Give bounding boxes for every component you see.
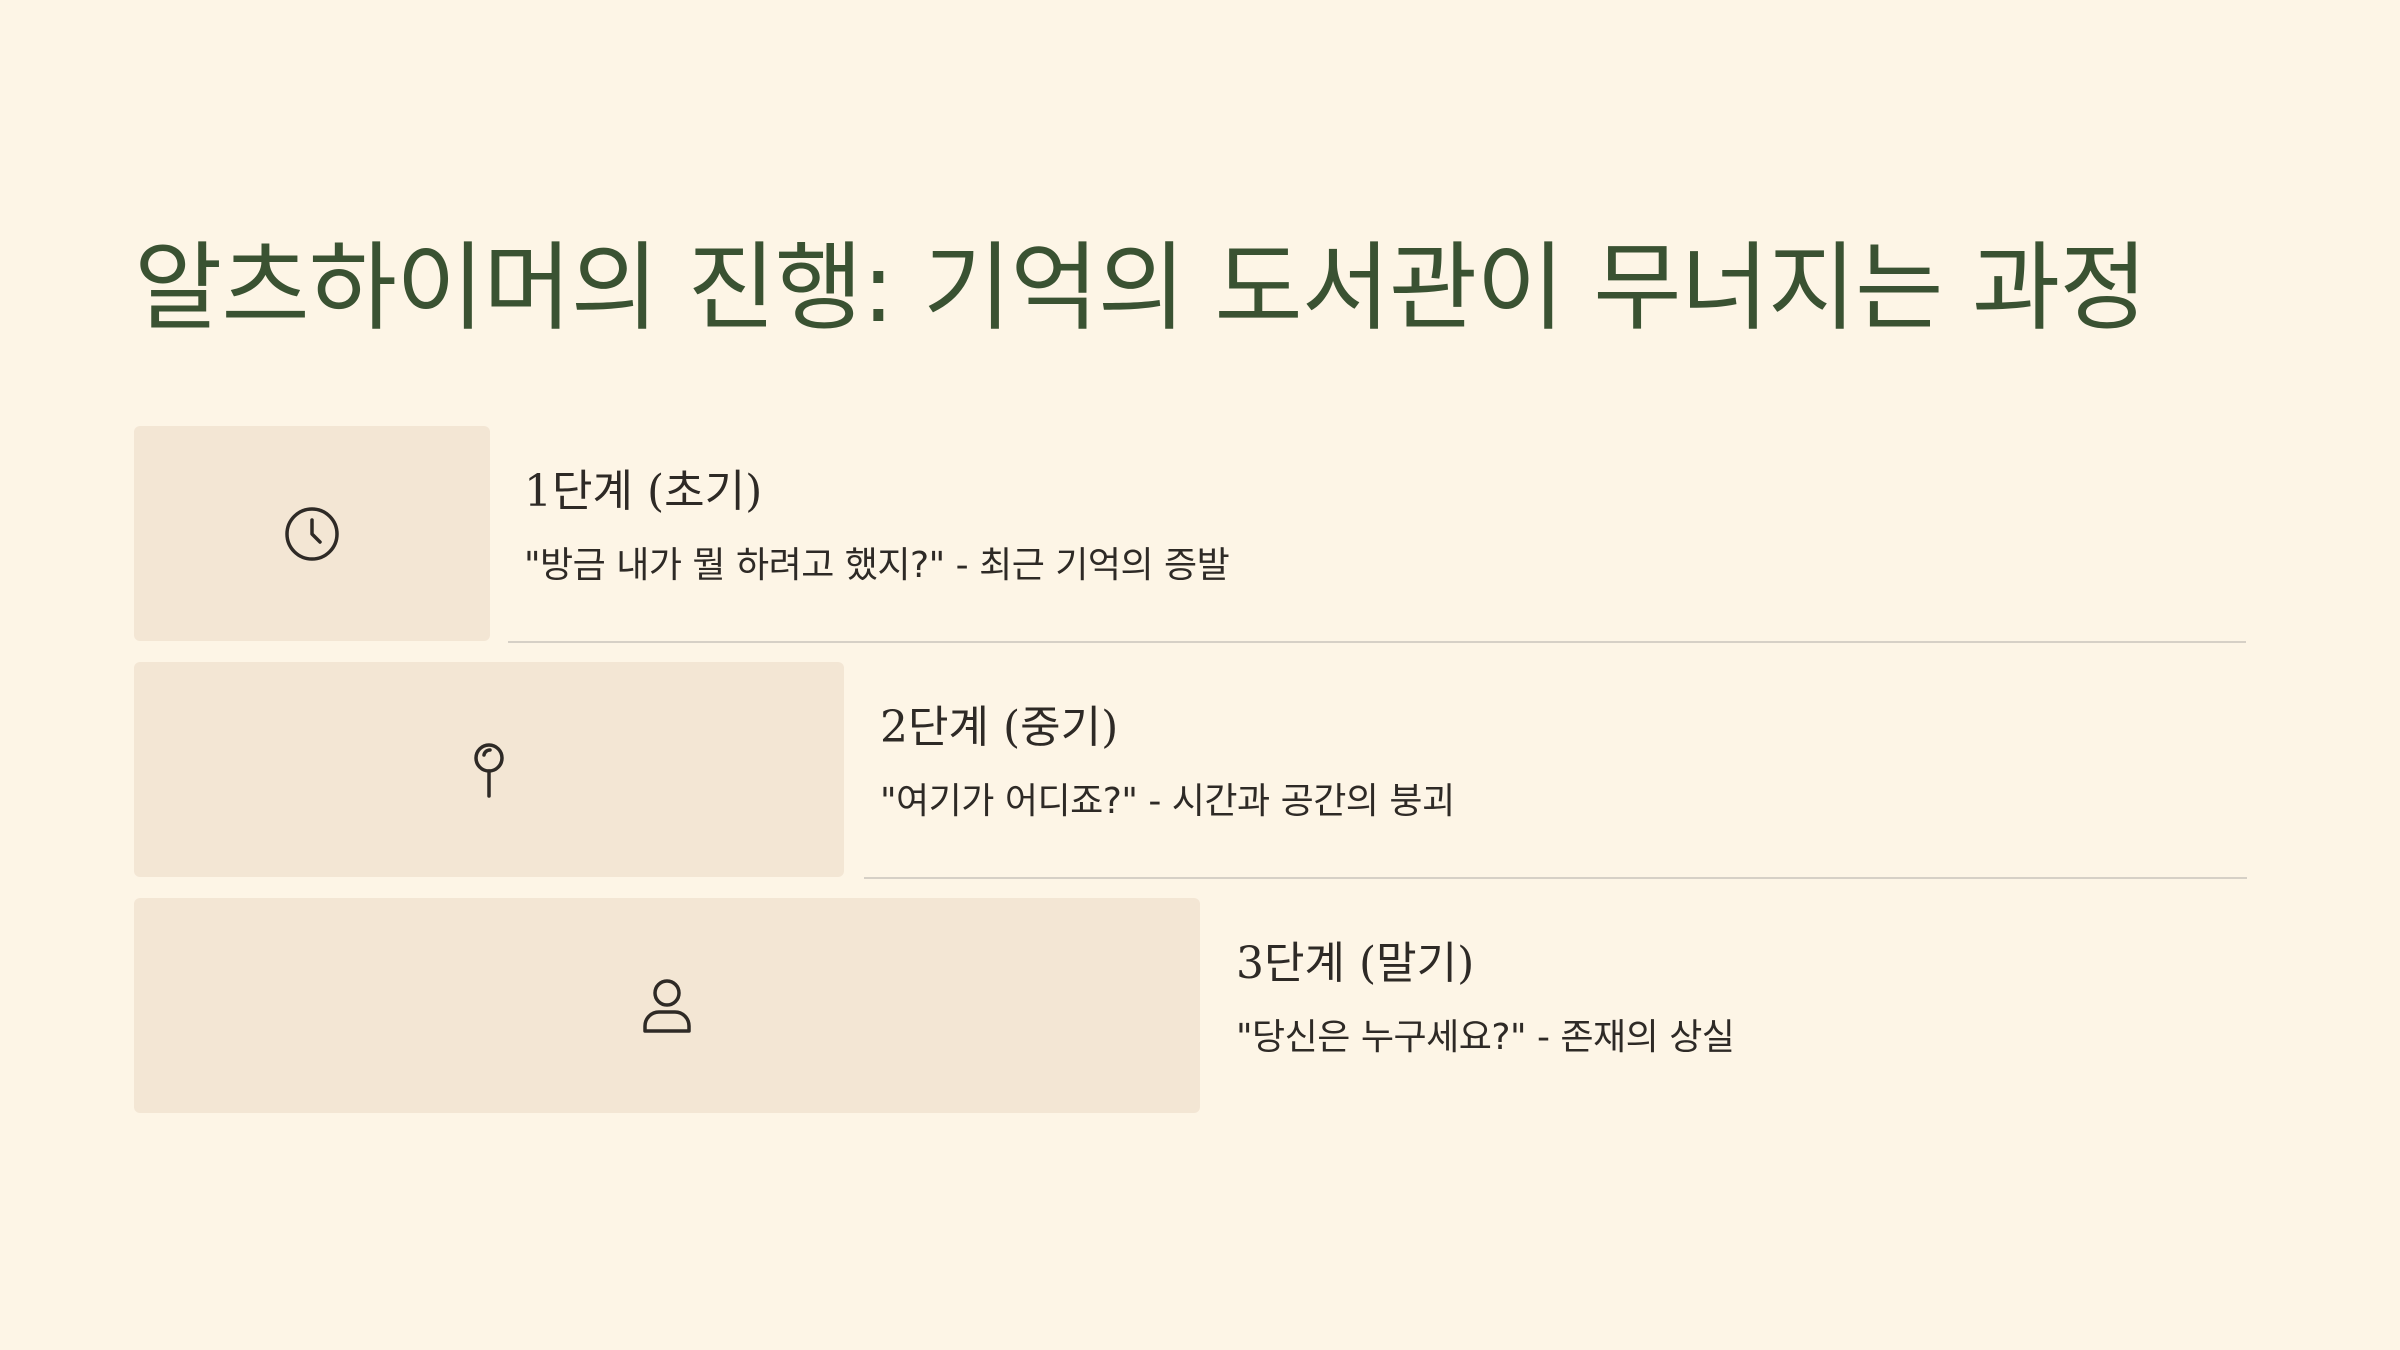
map-pin-icon: [459, 740, 519, 800]
clock-icon: [282, 504, 342, 564]
stage-1-quote: "방금 내가 뭘 하려고 했지?" - 최근 기억의 증발: [524, 545, 1230, 586]
stage-3-text: 3단계 (말기) "당신은 누구세요?" - 존재의 상실: [1236, 936, 1735, 1062]
stage-2-text: 2단계 (중기) "여기가 어디죠?" - 시간과 공간의 붕괴: [880, 700, 1455, 826]
stage-3-box: [134, 898, 1200, 1113]
stage-3-quote: "당신은 누구세요?" - 존재의 상실: [1236, 1017, 1735, 1058]
stage-1-title: 1단계 (초기): [524, 466, 763, 517]
stage-3-title: 3단계 (말기): [1236, 938, 1475, 989]
person-icon: [637, 976, 697, 1036]
stage-1-box: [134, 426, 490, 641]
stage-2-quote: "여기가 어디죠?" - 시간과 공간의 붕괴: [880, 781, 1455, 822]
stage-2-box: [134, 662, 844, 877]
stage-2-divider: [864, 877, 2247, 879]
page-title: 알츠하이머의 진행: 기억의 도서관이 무너지는 과정: [134, 232, 2148, 344]
stage-1-text: 1단계 (초기) "방금 내가 뭘 하려고 했지?" - 최근 기억의 증발: [524, 464, 1230, 590]
stage-1-divider: [508, 641, 2246, 643]
stage-2-title: 2단계 (중기): [880, 702, 1119, 753]
